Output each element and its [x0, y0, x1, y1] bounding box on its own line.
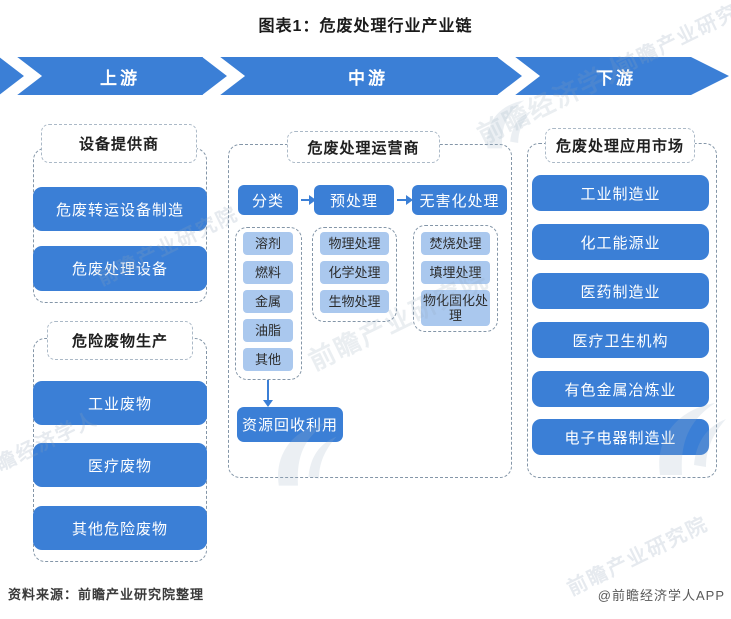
categories-container [235, 227, 302, 380]
node-other: 其他 [243, 348, 293, 371]
node-chemical-treatment: 化学处理 [320, 261, 389, 284]
node-electronics-manufacturing: 电子电器制造业 [532, 419, 709, 455]
node-oil: 油脂 [243, 319, 293, 342]
page-title: 图表1：危废处理行业产业链 [258, 18, 473, 35]
band-label-downstream: 下游 [596, 69, 636, 88]
credit-note: @前瞻经济学人APP [597, 588, 725, 603]
node-physical-treatment: 物理处理 [320, 232, 389, 255]
arrow-classification-to-pretreatment [301, 195, 316, 205]
node-metal: 金属 [243, 290, 293, 313]
waste-production-header: 危险废物生产 [47, 321, 193, 360]
node-harmless-treatment: 无害化处理 [412, 185, 507, 215]
source-note: 资料来源：前瞻产业研究院整理 [8, 587, 205, 602]
node-solidification: 物化固化处理 [421, 290, 490, 326]
band-label-upstream: 上游 [100, 69, 140, 88]
harmless-container [413, 225, 498, 332]
node-other-hazardous-waste: 其他危险废物 [33, 506, 207, 550]
node-transfer-equipment: 危废转运设备制造 [33, 187, 207, 231]
equipment-provider-header: 设备提供商 [41, 124, 197, 163]
node-classification: 分类 [238, 185, 298, 215]
node-chemical-energy: 化工能源业 [532, 224, 709, 260]
arrow-categories-to-recycle [263, 380, 273, 407]
band-label-midstream: 中游 [348, 69, 388, 88]
node-treatment-equipment: 危废处理设备 [33, 246, 207, 291]
node-medical-waste: 医疗废物 [33, 443, 207, 487]
node-industrial-waste: 工业废物 [33, 381, 207, 425]
band-arrow-polygon [0, 57, 729, 95]
band-chevron-2 [497, 57, 541, 95]
node-fuel: 燃料 [243, 261, 293, 284]
band-chevron-1 [202, 57, 246, 95]
node-solvent: 溶剂 [243, 232, 293, 255]
arrow-band-shape [0, 57, 729, 95]
node-medical-institutions: 医疗卫生机构 [532, 322, 709, 358]
node-resource-recycling: 资源回收利用 [237, 407, 343, 442]
pretreatment-container [312, 227, 397, 322]
application-market-header: 危废处理应用市场 [545, 128, 695, 163]
node-pharmaceutical: 医药制造业 [532, 273, 709, 309]
band-chevron-left [0, 57, 43, 95]
operator-header: 危废处理运营商 [287, 131, 440, 163]
node-incineration: 焚烧处理 [421, 232, 490, 255]
node-pretreatment: 预处理 [314, 185, 394, 215]
node-industrial-manufacturing: 工业制造业 [532, 175, 709, 211]
flow-band: 上游 中游 下游 [0, 57, 731, 95]
node-biological-treatment: 生物处理 [320, 290, 389, 313]
arrow-pretreatment-to-harmless [397, 195, 413, 205]
node-nonferrous-smelting: 有色金属冶炼业 [532, 371, 709, 407]
node-landfill: 填埋处理 [421, 261, 490, 284]
